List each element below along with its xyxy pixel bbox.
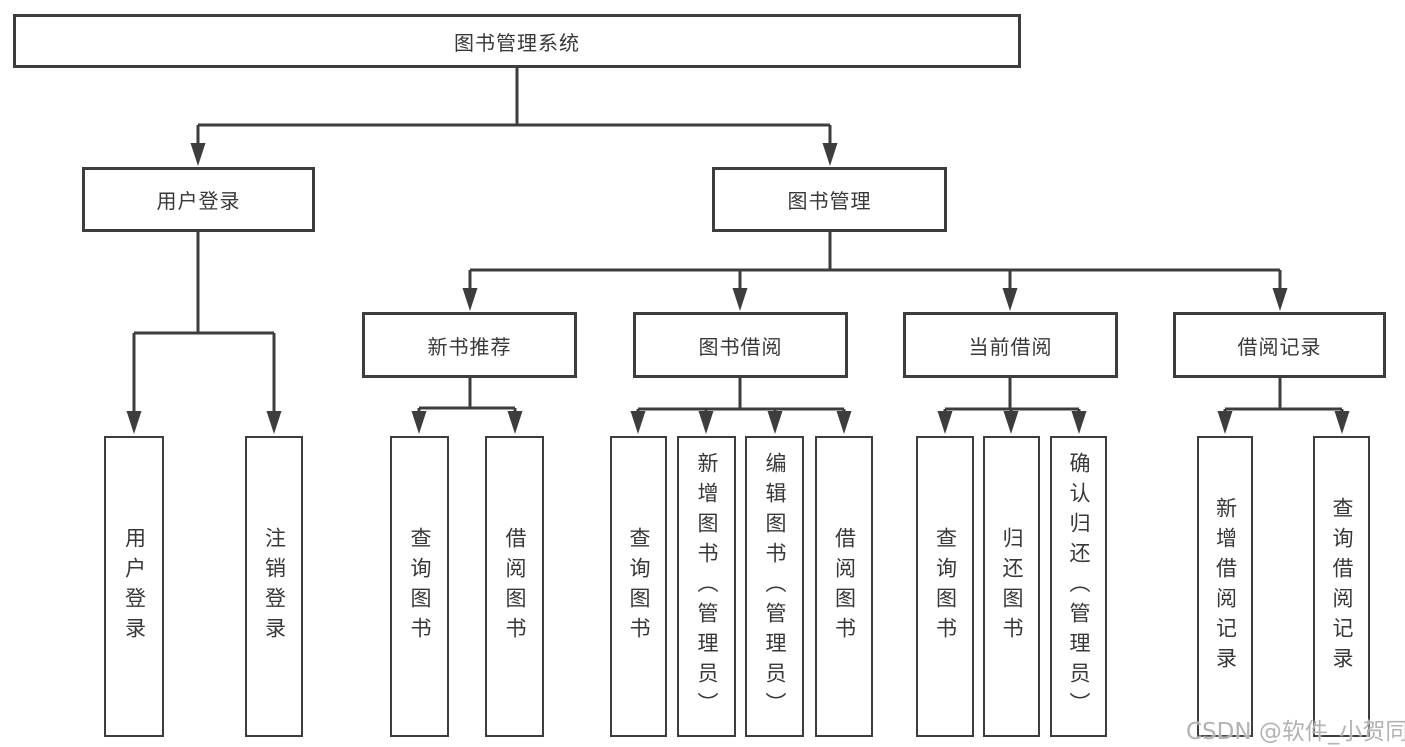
leaf-edit-books-admin-label: 编辑图书（管理员） bbox=[763, 451, 787, 722]
leaf-add-borrow-record-label: 新增借阅记录 bbox=[1213, 496, 1238, 677]
leaf-confirm-return-admin: 确认归还（管理员） bbox=[1050, 436, 1107, 737]
leaf-user-login: 用户登录 bbox=[104, 436, 164, 737]
leaf-edit-books-admin: 编辑图书（管理员） bbox=[745, 436, 804, 737]
leaf-current-query-books: 查询图书 bbox=[916, 436, 974, 737]
node-root-label: 图书管理系统 bbox=[454, 30, 580, 55]
leaf-query-borrow-record: 查询借阅记录 bbox=[1313, 436, 1370, 737]
leaf-borrowing-query-books-label: 查询图书 bbox=[627, 526, 651, 647]
node-user-login: 用户登录 bbox=[82, 167, 315, 232]
node-borrowing-records-label: 借阅记录 bbox=[1237, 334, 1322, 359]
leaf-logout-label: 注销登录 bbox=[262, 526, 287, 647]
leaf-add-borrow-record: 新增借阅记录 bbox=[1197, 436, 1253, 737]
csdn-watermark: CSDN @软件_小贺同学 bbox=[1186, 719, 1405, 745]
leaf-return-books: 归还图书 bbox=[983, 436, 1040, 737]
leaf-recommend-query-books-label: 查询图书 bbox=[408, 526, 432, 647]
leaf-recommend-borrow-books: 借阅图书 bbox=[485, 436, 544, 737]
leaf-recommend-query-books: 查询图书 bbox=[390, 436, 449, 737]
leaf-logout: 注销登录 bbox=[245, 436, 303, 737]
leaf-confirm-return-admin-label: 确认归还（管理员） bbox=[1067, 451, 1091, 722]
node-current-borrowing: 当前借阅 bbox=[903, 312, 1118, 378]
node-book-management: 图书管理 bbox=[712, 167, 947, 232]
node-root: 图书管理系统 bbox=[13, 14, 1021, 68]
leaf-borrow-books-label: 借阅图书 bbox=[832, 526, 857, 647]
node-book-borrowing-label: 图书借阅 bbox=[698, 334, 783, 359]
leaf-recommend-borrow-books-label: 借阅图书 bbox=[503, 526, 527, 647]
leaf-current-query-books-label: 查询图书 bbox=[933, 526, 958, 647]
node-current-borrowing-label: 当前借阅 bbox=[968, 334, 1053, 359]
leaf-add-books-admin-label: 新增图书（管理员） bbox=[695, 451, 719, 722]
node-new-book-recommend-label: 新书推荐 bbox=[427, 334, 512, 359]
arrowheads bbox=[126, 143, 1350, 434]
leaf-add-books-admin: 新增图书（管理员） bbox=[677, 436, 736, 737]
leaf-return-books-label: 归还图书 bbox=[1000, 526, 1024, 647]
leaf-borrowing-query-books: 查询图书 bbox=[610, 436, 667, 737]
leaf-query-borrow-record-label: 查询借阅记录 bbox=[1330, 496, 1354, 677]
leaf-user-login-label: 用户登录 bbox=[122, 526, 147, 647]
node-borrowing-records: 借阅记录 bbox=[1173, 312, 1386, 378]
node-book-management-label: 图书管理 bbox=[787, 189, 872, 213]
node-book-borrowing: 图书借阅 bbox=[633, 312, 848, 378]
leaf-borrow-books: 借阅图书 bbox=[815, 436, 873, 737]
node-new-book-recommend: 新书推荐 bbox=[362, 312, 577, 378]
node-user-login-label: 用户登录 bbox=[156, 189, 241, 213]
